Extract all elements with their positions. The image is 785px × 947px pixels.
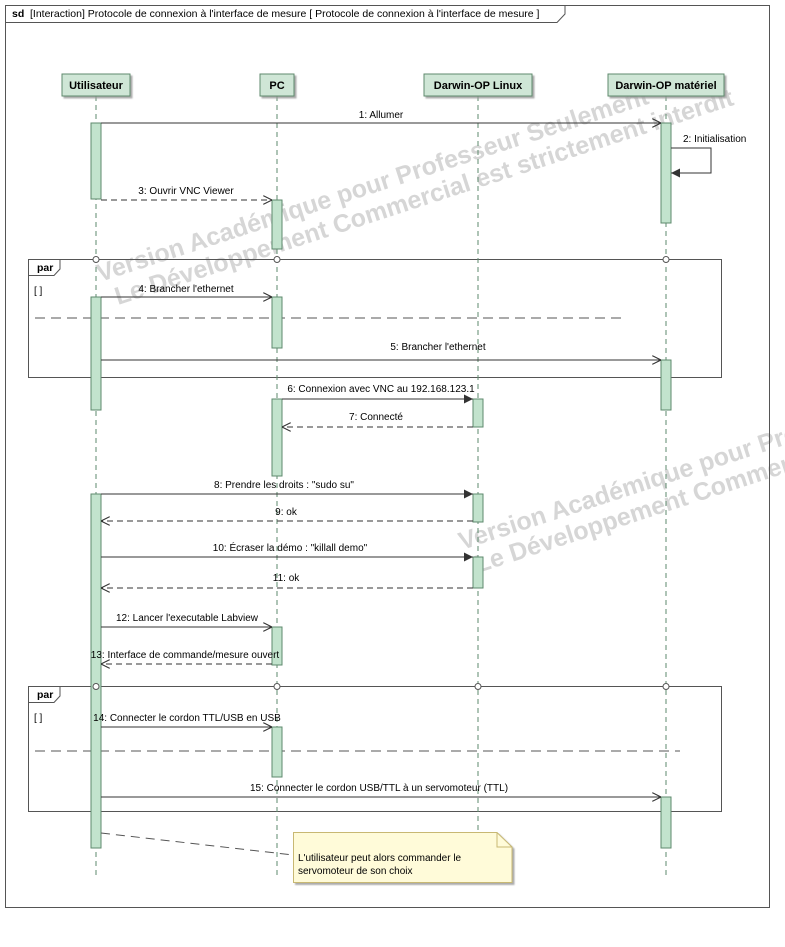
lifeline-utilisateur: Utilisateur: [61, 73, 131, 97]
lifeline-label-pc: PC: [269, 80, 284, 92]
message-arrow-2: [671, 147, 712, 178]
note-anchor-line: [100, 832, 294, 856]
message-label-11: 11: ok: [273, 573, 300, 584]
lifeline-darwin-materiel: Darwin-OP matériel: [607, 73, 725, 97]
watermark-line-2: Le Développement Commercial est strictem…: [111, 83, 737, 310]
activation-bars: [90, 122, 672, 849]
message-label-13: 13: Interface de commande/mesure ouvert: [91, 650, 280, 661]
messages: [101, 123, 712, 797]
note: L'utilisateur peut alors commander le se…: [100, 832, 513, 883]
activation-bar: [271, 726, 283, 778]
lifeline-headers: Utilisateur PC Darwin-OP Linux Darwin-OP…: [61, 73, 725, 97]
fragment-guard-1: [ ]: [34, 286, 43, 297]
message-label-8: 8: Prendre les droits : "sudo su": [214, 480, 354, 491]
message-label-4: 4: Brancher l'ethernet: [138, 284, 234, 295]
message-label-6: 6: Connexion avec VNC au 192.168.123.1: [287, 384, 475, 395]
fragment-guard-2: [ ]: [34, 713, 43, 724]
lifeline-label-utilisateur: Utilisateur: [69, 80, 124, 92]
watermark-line-4: Le Développement Commercial est strictem…: [471, 351, 785, 578]
note-line-1: L'utilisateur peut alors commander le: [298, 853, 462, 864]
activation-bar: [90, 296, 102, 411]
message-label-14: 14: Connecter le cordon TTL/USB en USB: [93, 713, 281, 724]
frame-title: [Interaction] Protocole de connexion à l…: [30, 8, 540, 20]
message-label-15: 15: Connecter le cordon USB/TTL à un ser…: [250, 783, 508, 794]
message-label-2: 2: Initialisation: [683, 134, 746, 145]
frame-kind: sd: [12, 8, 24, 20]
lifeline-darwin-linux: Darwin-OP Linux: [423, 73, 533, 97]
message-label-5: 5: Brancher l'ethernet: [390, 342, 486, 353]
activation-bar: [472, 398, 484, 428]
par-fragment-1: par [ ]: [28, 259, 722, 378]
activation-bar: [271, 626, 283, 666]
watermark: Version Académique pour Professeur Seule…: [93, 82, 785, 579]
activation-bar: [90, 122, 102, 200]
lifeline-pc: PC: [259, 73, 295, 97]
fragment-operator-2: par: [37, 689, 53, 701]
message-label-7: 7: Connecté: [349, 412, 403, 423]
fragment-gates: [92, 256, 670, 690]
activation-bar: [271, 296, 283, 349]
activation-bar: [472, 556, 484, 589]
activation-bar: [90, 493, 102, 849]
par-fragment-2: par [ ]: [28, 686, 722, 812]
activation-bar: [660, 359, 672, 411]
activation-bar: [472, 493, 484, 523]
message-labels: 1: Allumer 2: Initialisation 3: Ouvrir V…: [91, 110, 747, 794]
note-line-2: servomoteur de son choix: [298, 866, 413, 877]
activation-bar: [271, 199, 283, 250]
activation-bar: [660, 122, 672, 224]
interaction-frame: sd [Interaction] Protocole de connexion …: [5, 5, 770, 908]
message-label-3: 3: Ouvrir VNC Viewer: [138, 186, 234, 197]
message-label-9: 9: ok: [275, 507, 298, 518]
activation-bar: [660, 796, 672, 849]
message-label-1: 1: Allumer: [359, 110, 404, 121]
message-label-10: 10: Écraser la démo : "killall demo": [213, 541, 368, 554]
lifeline-label-materiel: Darwin-OP matériel: [615, 80, 716, 92]
lifeline-label-linux: Darwin-OP Linux: [434, 80, 523, 92]
fragment-operator-1: par: [37, 262, 53, 274]
message-label-12: 12: Lancer l'executable Labview: [116, 613, 259, 624]
activation-bar: [271, 398, 283, 477]
